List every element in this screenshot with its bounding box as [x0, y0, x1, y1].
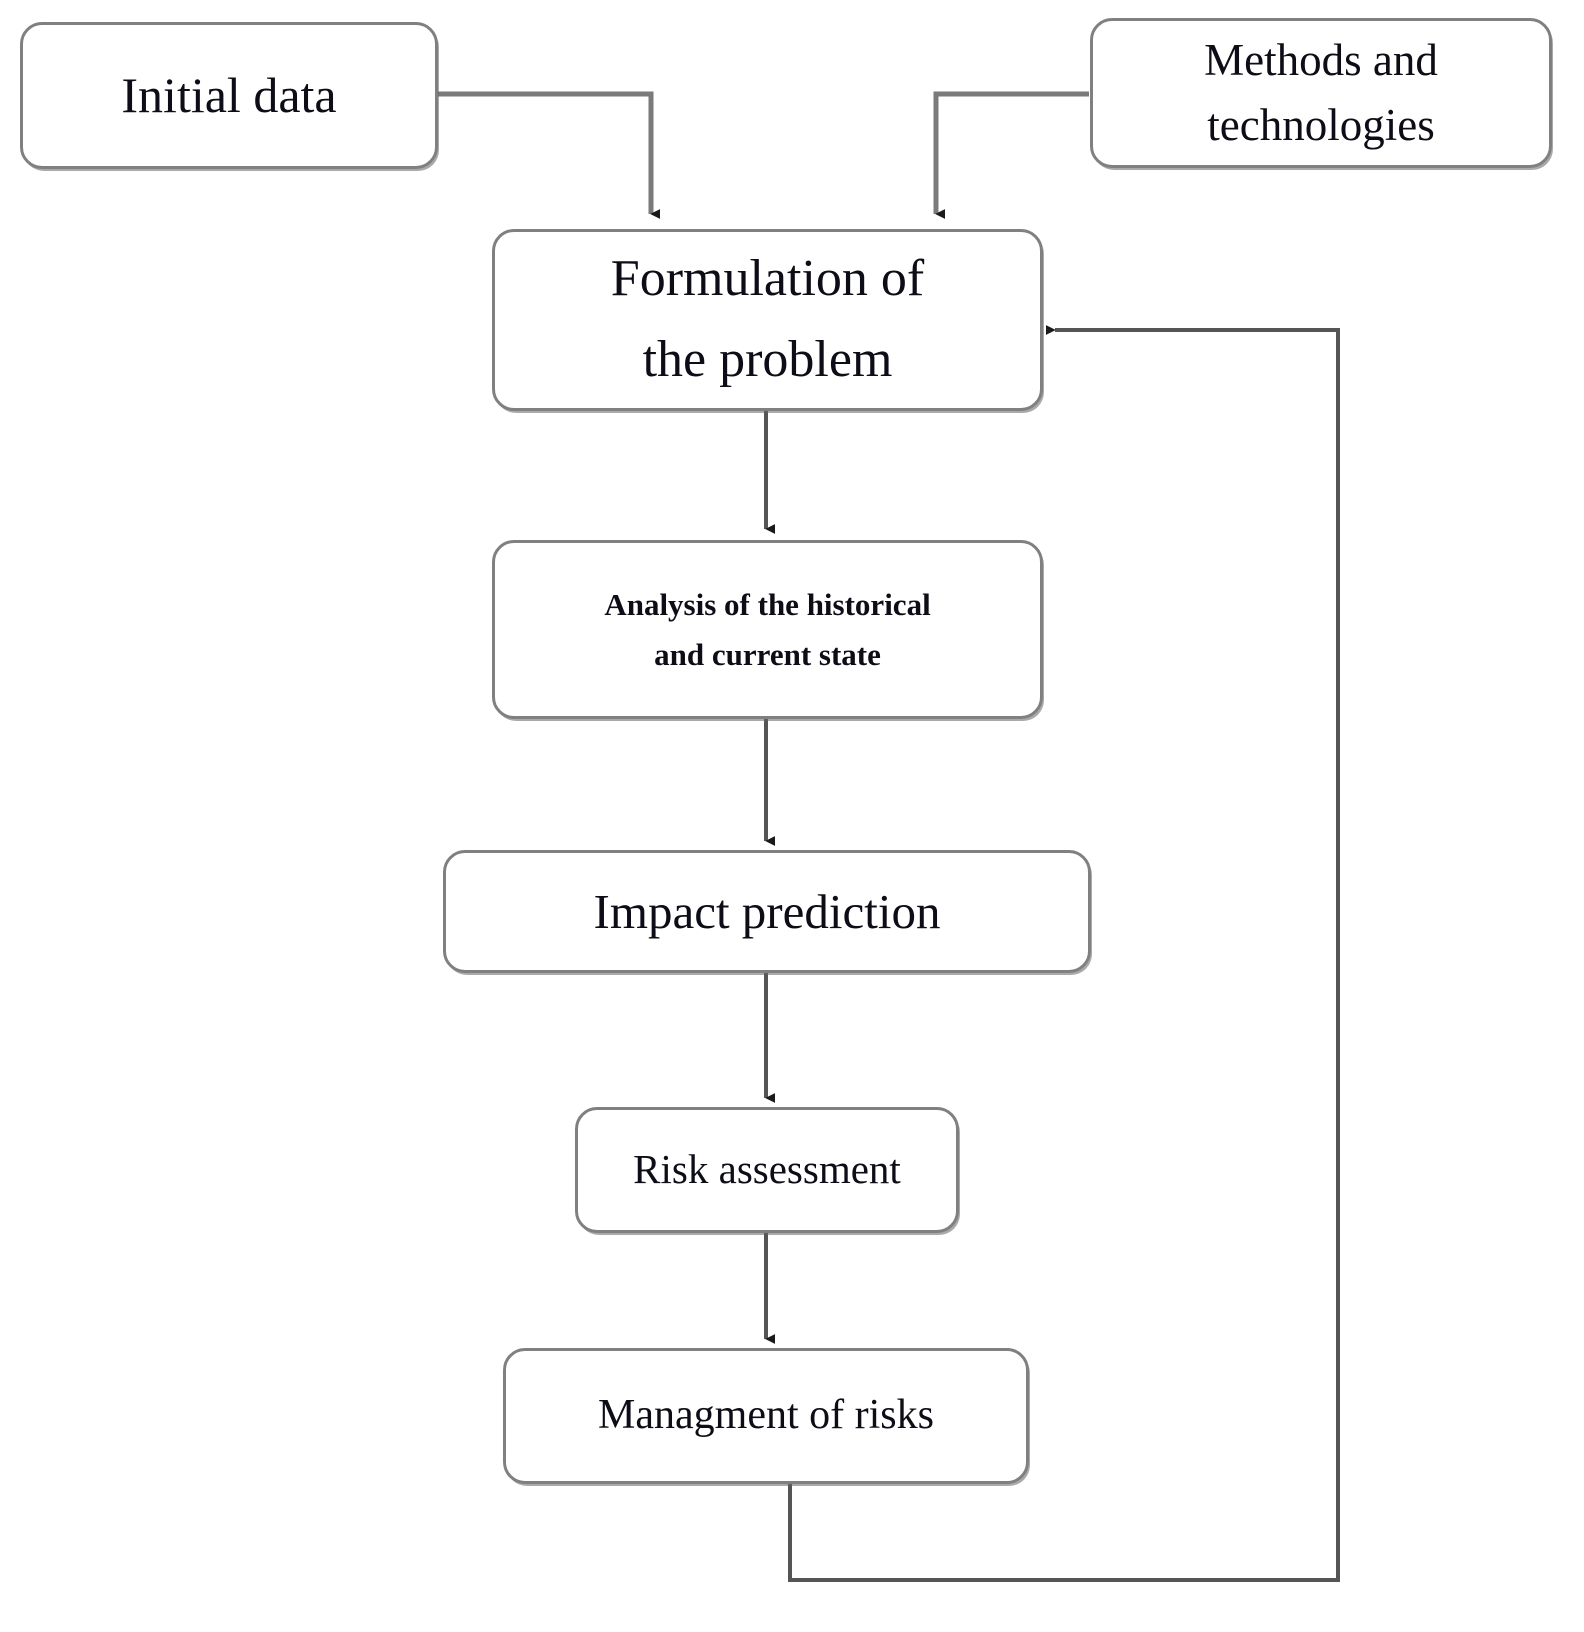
node-analysis-of-historical-and-current-state[interactable]: Analysis of the historical and current s… [492, 540, 1043, 719]
edge-initial-to-formulation [438, 91, 661, 219]
node-managment-of-risks-label: Managment of risks [598, 1392, 934, 1439]
edge-methods-to-formulation [933, 91, 1089, 219]
node-managment-of-risks[interactable]: Managment of risks [503, 1348, 1029, 1484]
node-formulation-of-the-problem[interactable]: Formulation of the problem [492, 229, 1043, 411]
node-methods-and-technologies-label: Methods and technologies [1204, 34, 1438, 150]
node-initial-data-label: Initial data [121, 66, 337, 123]
node-risk-assessment[interactable]: Risk assessment [575, 1107, 959, 1233]
node-formulation-of-the-problem-label: Formulation of the problem [610, 250, 925, 388]
node-analysis-label: Analysis of the historical and current s… [604, 586, 931, 672]
node-impact-prediction[interactable]: Impact prediction [443, 850, 1091, 973]
node-risk-assessment-label: Risk assessment [633, 1146, 901, 1193]
node-impact-prediction-label: Impact prediction [593, 883, 941, 939]
node-methods-and-technologies[interactable]: Methods and technologies [1090, 18, 1552, 168]
node-initial-data[interactable]: Initial data [20, 22, 438, 169]
